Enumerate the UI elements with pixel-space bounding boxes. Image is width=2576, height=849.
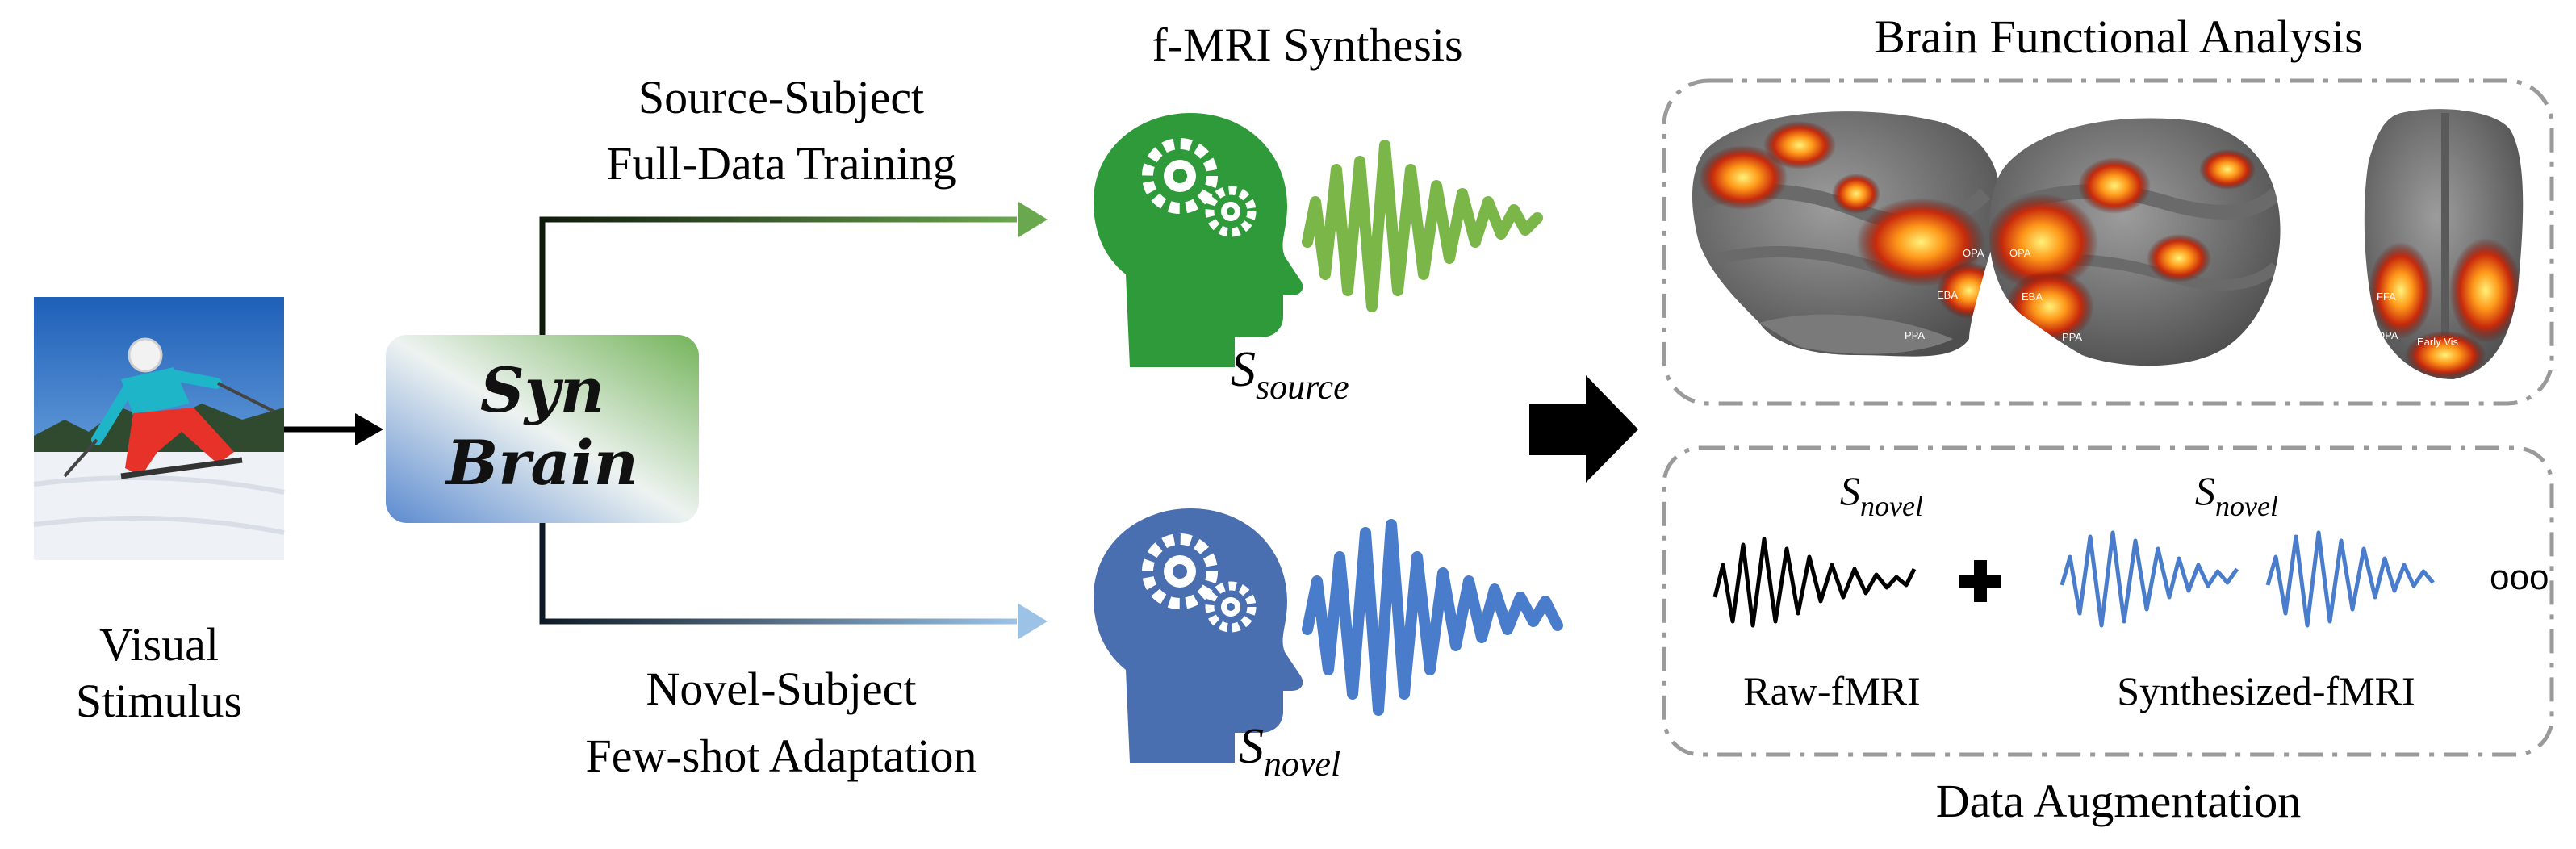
analysis-title: Brain Functional Analysis bbox=[1874, 10, 2363, 63]
roi-label: Early Vis bbox=[2417, 336, 2459, 348]
source-branch-arrow bbox=[539, 202, 1048, 335]
brain-left-lateral bbox=[1692, 111, 2001, 357]
visual-stimulus-image bbox=[33, 297, 285, 560]
augmentation-title: Data Augmentation bbox=[1936, 775, 2302, 827]
synth-fmri-wave-icon-1 bbox=[2060, 530, 2239, 628]
green-head-gears-icon bbox=[1094, 113, 1303, 367]
source-path-label-line2: Full-Data Training bbox=[606, 137, 956, 190]
source-signal-label: Ssource bbox=[1231, 342, 1349, 407]
model-name-line2: Brain bbox=[445, 427, 638, 499]
brain-right-lateral bbox=[1989, 118, 2281, 366]
novel-path-label-line1: Novel-Subject bbox=[646, 663, 916, 715]
to-analysis-arrow bbox=[1529, 375, 1638, 483]
roi-labels: OPA OPA EBA EBA PPA PPA FFA OPA Early Vi… bbox=[1905, 247, 2459, 348]
synth-fmri-wave-icon-2 bbox=[2265, 530, 2435, 628]
visual-stimulus-label-line1: Visual bbox=[99, 618, 219, 671]
roi-label: EBA bbox=[2022, 291, 2043, 303]
more-ellipsis: ooo bbox=[2490, 558, 2549, 597]
novel-path-label-line2: Few-shot Adaptation bbox=[586, 730, 977, 782]
brain-ventral-view bbox=[2364, 109, 2524, 380]
visual-stimulus-label-line2: Stimulus bbox=[76, 675, 242, 727]
analysis-panel bbox=[1662, 78, 2554, 406]
augmentation-panel bbox=[1662, 445, 2554, 757]
source-fmri-wave-icon bbox=[1302, 140, 1543, 312]
roi-label: OPA bbox=[1963, 247, 1984, 259]
novel-branch-arrow bbox=[539, 523, 1048, 639]
novel-signal-label: Snovel bbox=[1239, 719, 1340, 784]
novel-fmri-wave-icon bbox=[1302, 519, 1563, 716]
roi-label: OPA bbox=[2009, 247, 2031, 259]
model-name-line1: Syn bbox=[480, 354, 604, 426]
roi-label: FFA bbox=[2377, 291, 2396, 303]
roi-label: PPA bbox=[2062, 331, 2082, 343]
roi-label: PPA bbox=[1905, 329, 1925, 341]
roi-label: EBA bbox=[1937, 289, 1958, 301]
synthesis-title: f-MRI Synthesis bbox=[1152, 19, 1462, 71]
augmentation-novel-label-1: Snovel bbox=[1840, 468, 1923, 522]
synbrain-model-box: Syn Brain bbox=[386, 335, 699, 523]
blue-head-gears-icon bbox=[1094, 508, 1303, 763]
plus-icon bbox=[1959, 560, 2001, 602]
augmentation-novel-label-2: Snovel bbox=[2195, 468, 2278, 522]
stimulus-to-model-arrow bbox=[284, 413, 383, 445]
source-path-label-line1: Source-Subject bbox=[638, 71, 924, 123]
synthesized-fmri-label: Synthesized-fMRI bbox=[2117, 668, 2415, 713]
roi-label: OPA bbox=[2377, 329, 2398, 341]
raw-fmri-wave-icon bbox=[1712, 537, 1917, 628]
raw-fmri-label: Raw-fMRI bbox=[1743, 668, 1920, 713]
